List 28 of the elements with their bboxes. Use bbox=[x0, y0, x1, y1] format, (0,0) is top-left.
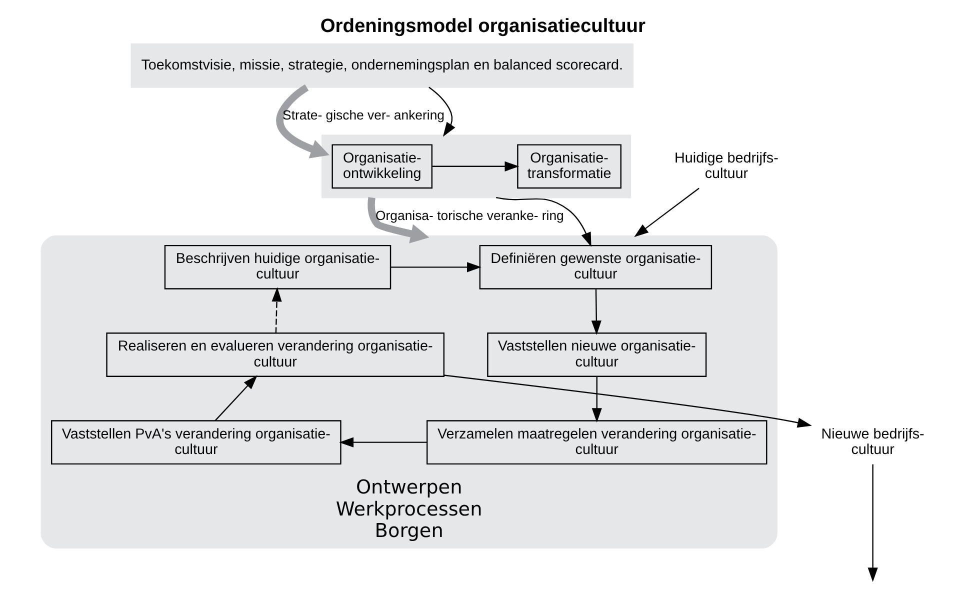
node-box: Vaststellen nieuwe organisatie- cultuur bbox=[486, 332, 706, 377]
node-box: Toekomstvisie, missie, strategie, ondernemingsplan en balanced scorecard. bbox=[130, 43, 633, 88]
arrow bbox=[634, 188, 699, 238]
arrow bbox=[591, 376, 602, 423]
arrow bbox=[867, 464, 878, 582]
node-box: Beschrijven huidige organisatie- cultuur bbox=[164, 244, 391, 290]
arrow bbox=[214, 375, 257, 422]
arrow bbox=[428, 86, 455, 137]
arrow bbox=[444, 374, 812, 428]
diagram-title: Ordeningsmodel organisatiecultuur bbox=[320, 16, 646, 37]
arrow bbox=[496, 197, 591, 247]
arrow bbox=[271, 287, 282, 334]
node-box: Organisatie- transformatie bbox=[516, 144, 621, 189]
edge-label: Strate- gische ver- ankering bbox=[282, 107, 444, 122]
node-text: Huidige bedrijfs- cultuur bbox=[674, 150, 778, 182]
node-box: Realiseren en evalueren verandering organisatie- cultuur bbox=[106, 332, 444, 377]
node-box: Definiëren gewenste organisatie- cultuur bbox=[478, 244, 712, 290]
cluster bbox=[321, 134, 631, 198]
arrow bbox=[432, 161, 519, 172]
edge-label: Organisa- torische veranke- ring bbox=[375, 208, 564, 224]
arrow bbox=[276, 84, 329, 158]
node-text: Nieuwe bedrijfs- cultuur bbox=[820, 426, 924, 458]
arrow bbox=[338, 437, 426, 448]
node-box: Vaststellen PvA's verandering organisatie- cultuur bbox=[50, 420, 341, 465]
node-box: Verzamelen maatregelen verandering organisatie- cultuur bbox=[426, 420, 767, 465]
arrow bbox=[590, 289, 601, 335]
node-box: Organisatie- ontwikkeling bbox=[331, 144, 432, 189]
arrow bbox=[390, 262, 481, 272]
